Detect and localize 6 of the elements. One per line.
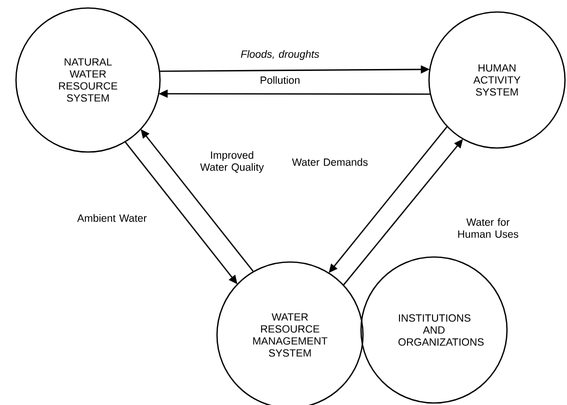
edge-label: Ambient Water — [77, 214, 147, 222]
edge-label: Water Demands — [292, 158, 368, 166]
edge-label: Water for Human Uses — [458, 218, 518, 238]
edge-label: Improved Water Quality — [200, 151, 264, 173]
edge-label: Pollution — [260, 76, 300, 84]
edge-label: Floods, droughts — [240, 50, 320, 60]
